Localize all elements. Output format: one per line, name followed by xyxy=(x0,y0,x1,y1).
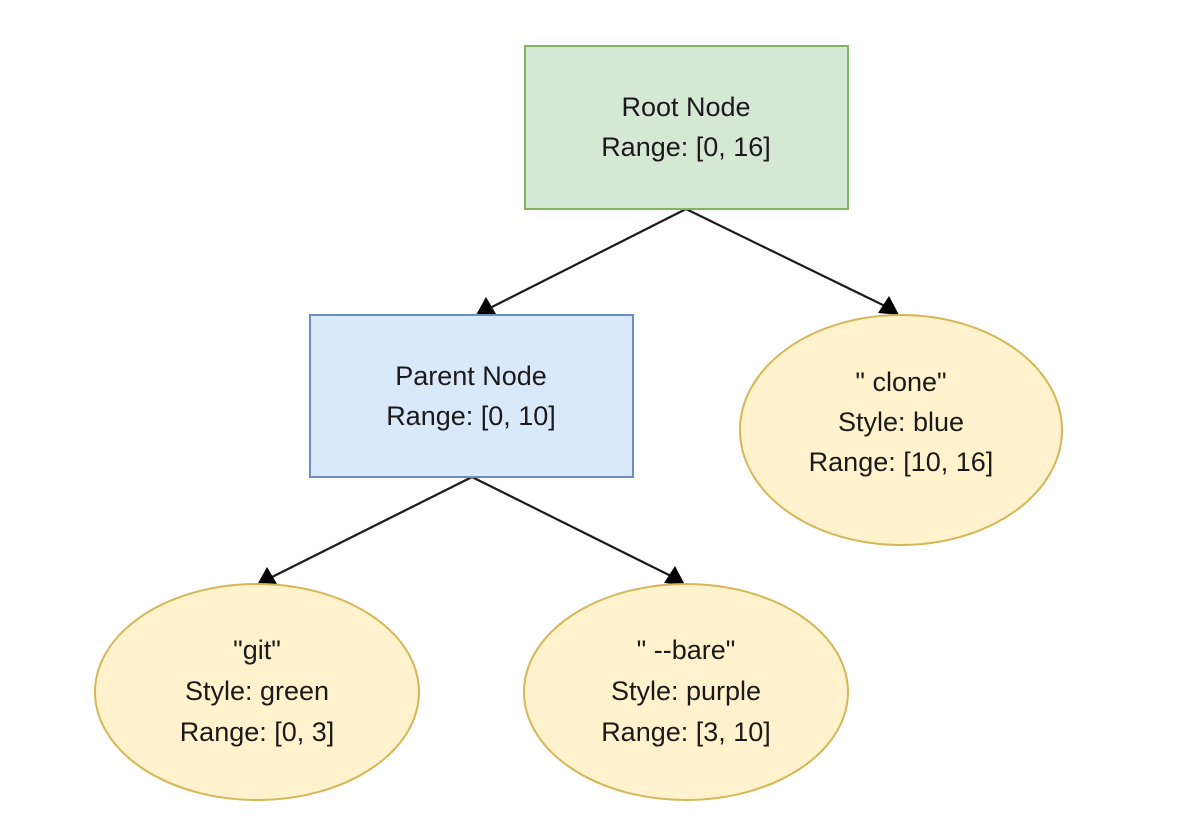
bare-leaf-title: " --bare" xyxy=(637,635,736,665)
clone-leaf-style: Style: blue xyxy=(838,407,964,437)
parent-node: Parent Node Range: [0, 10] xyxy=(309,314,634,478)
edge-root-to-parent xyxy=(487,208,687,310)
parent-node-title: Parent Node xyxy=(395,361,547,391)
clone-leaf-node: " clone" Style: blue Range: [10, 16] xyxy=(739,314,1063,546)
git-leaf-title: "git" xyxy=(233,635,281,665)
root-node-box xyxy=(524,45,849,210)
bare-leaf-ellipse xyxy=(523,583,849,801)
root-node: Root Node Range: [0, 16] xyxy=(524,45,849,210)
clone-leaf-range: Range: [10, 16] xyxy=(809,447,994,477)
edges xyxy=(257,208,899,585)
bare-leaf-style: Style: purple xyxy=(611,676,761,706)
clone-leaf-title: " clone" xyxy=(855,367,946,397)
edge-root-to-clone xyxy=(685,208,888,308)
parent-node-range: Range: [0, 10] xyxy=(386,401,556,431)
arrowhead-clone xyxy=(878,296,899,315)
bare-leaf-node: " --bare" Style: purple Range: [3, 10] xyxy=(523,583,849,801)
parent-node-box xyxy=(309,314,634,478)
arrowhead-git xyxy=(257,567,277,585)
arrowhead-parent xyxy=(476,297,496,315)
root-node-title: Root Node xyxy=(621,92,750,122)
git-leaf-range: Range: [0, 3] xyxy=(180,717,335,747)
git-leaf-node: "git" Style: green Range: [0, 3] xyxy=(94,583,420,801)
git-leaf-style: Style: green xyxy=(185,676,329,706)
arrowhead-bare xyxy=(664,566,685,585)
bare-leaf-range: Range: [3, 10] xyxy=(601,717,771,747)
root-node-range: Range: [0, 16] xyxy=(601,132,771,162)
edge-parent-to-bare xyxy=(471,476,674,578)
clone-leaf-ellipse xyxy=(739,314,1063,546)
git-leaf-ellipse xyxy=(94,583,420,801)
edge-parent-to-git xyxy=(269,476,473,579)
